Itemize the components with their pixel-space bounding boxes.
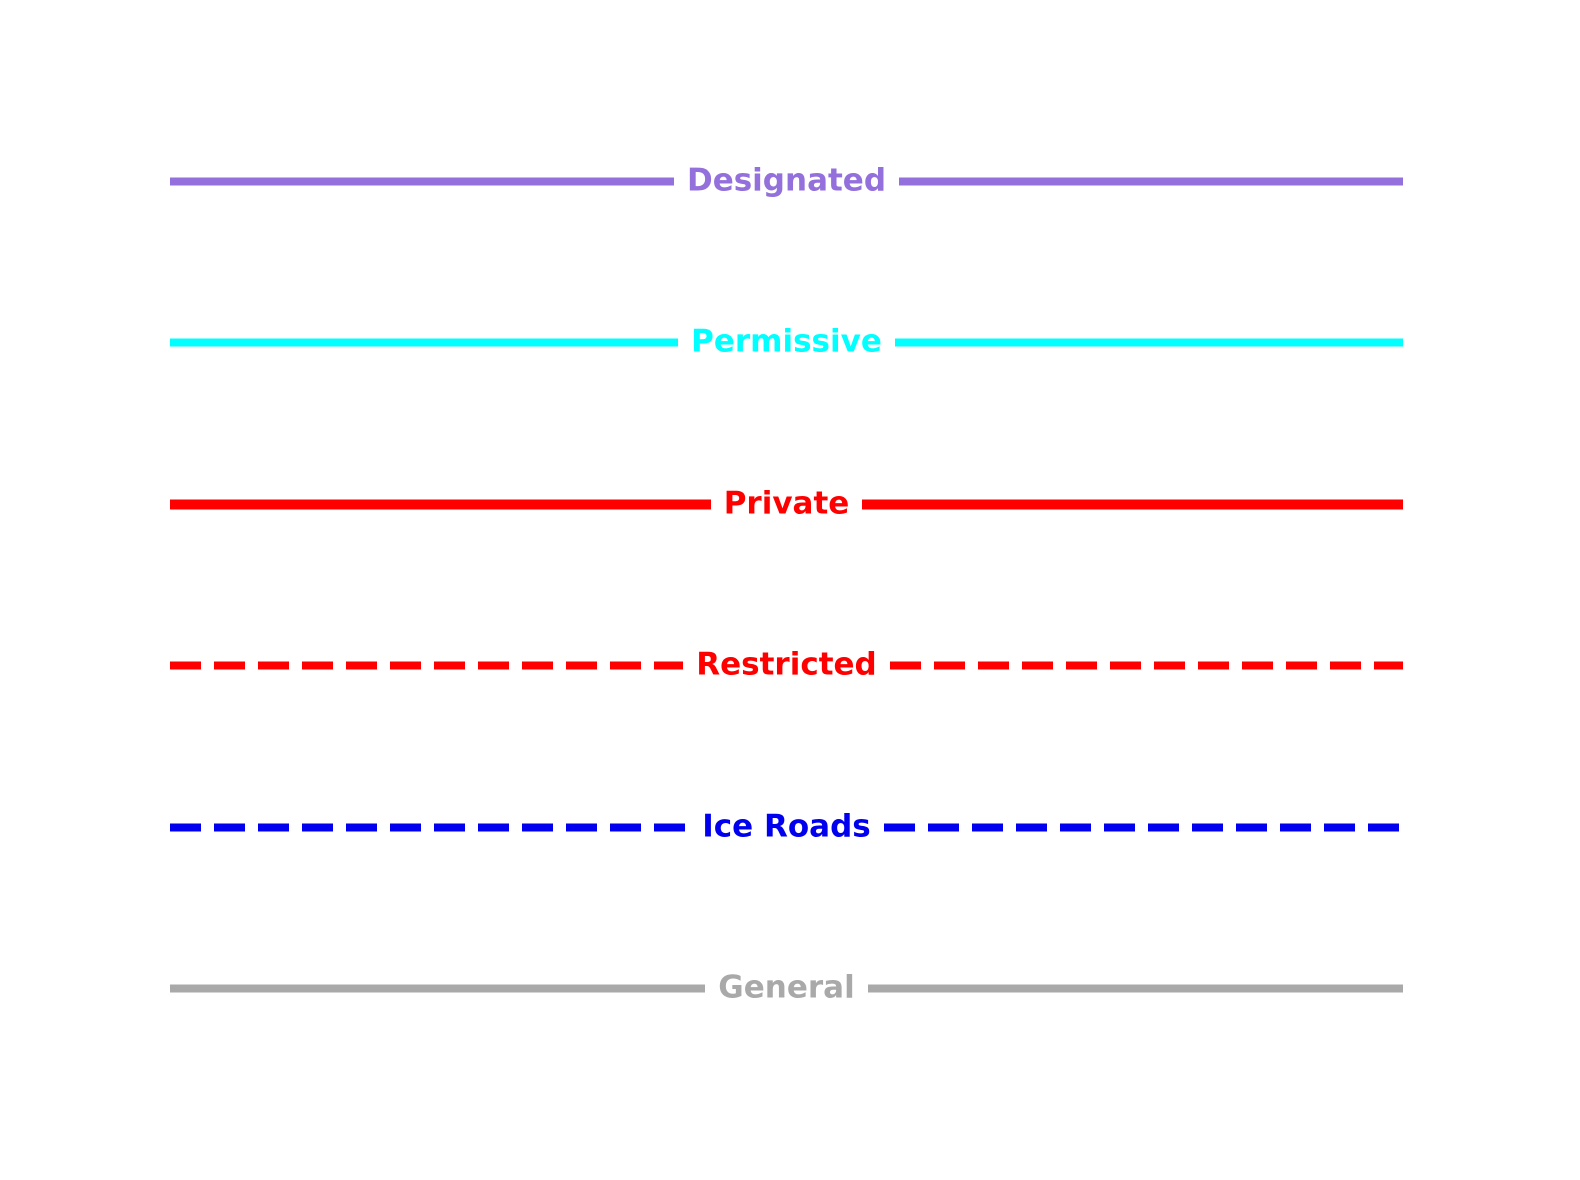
legend-row-private: Private [170, 485, 1404, 522]
legend-row-designated: Designated [170, 162, 1403, 199]
legend-line-left-segment [170, 499, 711, 509]
legend-row-permissive: Permissive [170, 323, 1404, 360]
legend-line-right-segment [889, 661, 1403, 669]
legend-item-label: Ice Roads [702, 808, 871, 845]
legend-item-label: Private [723, 485, 850, 522]
legend-line-left-segment [170, 661, 684, 669]
legend-item-label: General [718, 969, 855, 1006]
legend-row-ice-roads: Ice Roads [170, 808, 1403, 845]
legend-line-right-segment [862, 499, 1404, 509]
legend-row-general: General [170, 969, 1403, 1006]
legend-line-left-segment [170, 984, 706, 992]
legend-line-right-segment [867, 984, 1403, 992]
legend-line-left-segment [170, 338, 679, 346]
legend-line-right-segment [899, 177, 1403, 185]
legend-row-restricted: Restricted [170, 646, 1403, 683]
legend-line-right-segment [894, 338, 1404, 346]
legend-item-label: Restricted [696, 646, 877, 683]
legend-item-label: Designated [686, 162, 887, 199]
legend-line-left-segment [170, 177, 674, 185]
legend-line-right-segment [883, 823, 1403, 831]
legend-line-left-segment [170, 823, 690, 831]
legend-item-label: Permissive [691, 323, 882, 360]
